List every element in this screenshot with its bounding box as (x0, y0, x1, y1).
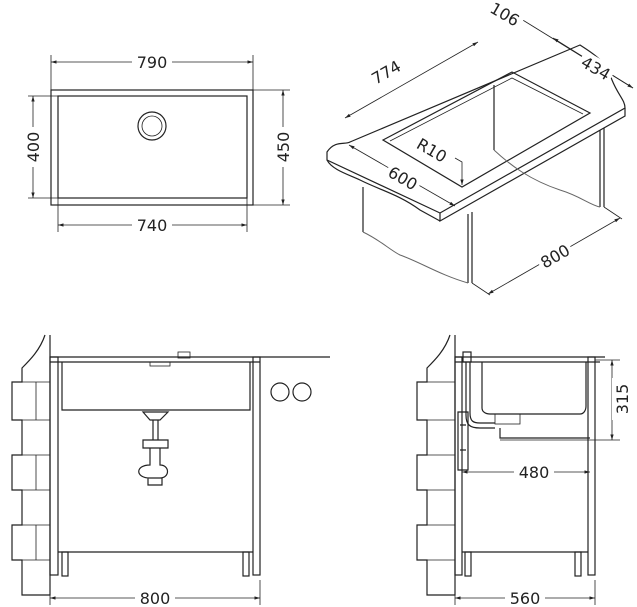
iso-view: 774 106 434 R10 600 800 (326, 0, 634, 296)
side-view: 315 480 560 (416, 334, 632, 607)
cutout (381, 71, 592, 188)
front-view: 800 (11, 334, 330, 607)
dim-315: 315 (613, 384, 632, 415)
dim-740: 740 (137, 216, 168, 235)
wall (416, 334, 456, 596)
dim-560: 560 (510, 589, 541, 607)
sink-outline (50, 89, 254, 206)
socket-icon (292, 382, 312, 402)
bowl-outline (57, 95, 248, 199)
drain-trap-icon (138, 411, 170, 486)
drain-icon (137, 111, 167, 141)
dim-480: 480 (519, 463, 550, 482)
dim-400: 400 (24, 132, 43, 163)
dim-790: 790 (137, 53, 168, 72)
dim-450: 450 (274, 132, 293, 163)
dim-800-front: 800 (140, 589, 171, 607)
top-view: 790 400 450 740 (23, 52, 293, 235)
wall (11, 334, 51, 596)
bowl-section (61, 362, 251, 411)
socket-icon (270, 382, 290, 402)
bowl-section (481, 362, 587, 415)
